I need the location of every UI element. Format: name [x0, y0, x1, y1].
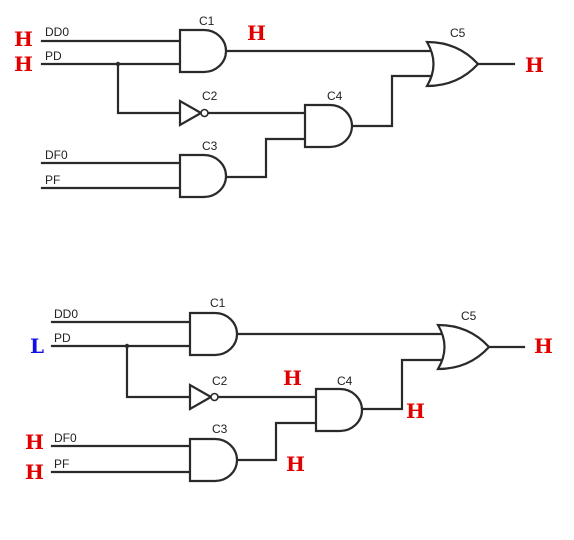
- bottom-c3-out-level: H: [286, 452, 305, 476]
- bottom-c2-not-gate: [188, 383, 214, 411]
- bottom-c4-and-gate: [314, 387, 364, 433]
- bottom-c5-out-level: H: [534, 334, 553, 358]
- top-df0-label: DF0: [45, 148, 68, 162]
- top-c3-label: C3: [202, 139, 218, 153]
- bottom-pf-level: H: [25, 460, 44, 484]
- bottom-df0-level: H: [25, 430, 44, 454]
- top-c5-or-gate: [425, 40, 480, 88]
- bottom-c2-out-level: H: [283, 366, 302, 390]
- bottom-c2-label: C2: [212, 374, 228, 388]
- top-c1-and-gate: [178, 28, 228, 74]
- bottom-c1-and-gate: [188, 311, 239, 357]
- top-c4-label: C4: [327, 89, 343, 103]
- bottom-pd-label: PD: [54, 331, 71, 345]
- bottom-c4-out-level: H: [406, 399, 425, 423]
- top-dd0-label: DD0: [45, 25, 69, 39]
- bottom-dd0-label: DD0: [54, 307, 78, 321]
- bottom-c2-not-bubble: [210, 392, 219, 402]
- bottom-pd-branch-wire: [125, 344, 192, 399]
- top-c1-out-level: H: [247, 21, 266, 45]
- top-c3-out-wire: [225, 137, 307, 179]
- top-c5-out-level: H: [525, 53, 544, 77]
- bottom-c1-label: C1: [210, 296, 226, 310]
- bottom-df0-label: DF0: [54, 431, 77, 445]
- top-c1-label: C1: [199, 14, 215, 28]
- bottom-c4-label: C4: [337, 374, 353, 388]
- top-dd0-level: H: [14, 27, 33, 51]
- bottom-circuit: DD0 PD DF0 PF C1 C2 C3 C4 C5 L H H H H H…: [25, 296, 553, 484]
- bottom-pd-level: L: [30, 334, 44, 358]
- bottom-c5-label: C5: [461, 309, 477, 323]
- top-c2-not-gate: [178, 99, 204, 127]
- top-c3-and-gate: [178, 153, 228, 199]
- bottom-c3-label: C3: [212, 422, 228, 436]
- top-pd-level: H: [14, 52, 33, 76]
- bottom-c3-and-gate: [188, 437, 239, 483]
- top-circuit: DD0 PD DF0 PF C1 C2 C3 C4 C5 H H H H: [14, 14, 544, 199]
- top-c2-label: C2: [202, 89, 218, 103]
- bottom-c5-or-gate: [436, 323, 491, 371]
- bottom-c3-out-wire: [235, 421, 318, 462]
- bottom-pf-label: PF: [54, 457, 69, 471]
- top-pd-label: PD: [45, 49, 62, 63]
- bottom-c4-out-wire: [360, 358, 448, 411]
- top-c2-not-bubble: [200, 108, 209, 118]
- top-pf-label: PF: [45, 173, 60, 187]
- top-c5-label: C5: [450, 26, 466, 40]
- top-pd-branch-wire: [116, 62, 182, 115]
- top-c4-and-gate: [303, 103, 354, 149]
- top-c4-out-wire: [350, 74, 436, 128]
